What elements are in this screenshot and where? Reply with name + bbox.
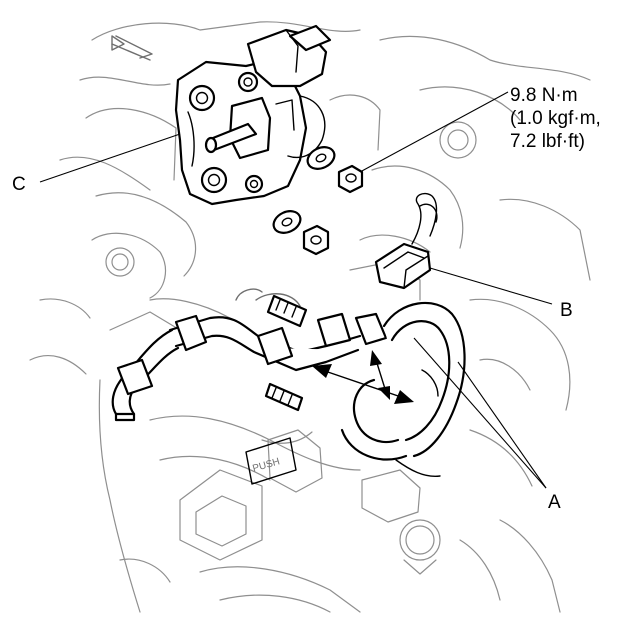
leader-a-2 bbox=[457, 361, 547, 489]
leader-a-1 bbox=[413, 337, 547, 489]
label-b: B bbox=[560, 300, 573, 321]
label-a: A bbox=[548, 492, 561, 513]
leader-lines bbox=[39, 91, 553, 489]
label-c: C bbox=[12, 174, 26, 195]
leader-torque bbox=[359, 91, 509, 173]
leader-c bbox=[39, 133, 181, 183]
component-a-hoses-clamps bbox=[111, 294, 466, 477]
leader-b bbox=[429, 267, 553, 305]
component-tag: PUSH bbox=[245, 437, 297, 485]
component-c-valve bbox=[174, 24, 332, 206]
gaskets-and-nuts bbox=[272, 146, 364, 256]
torque-spec-line2: (1.0 kgf·m, bbox=[510, 108, 601, 129]
component-b-connector bbox=[374, 192, 438, 290]
torque-spec-line1: 9.8 N·m bbox=[510, 85, 578, 106]
labels: C B A 9.8 N·m (1.0 kgf·m, 7.2 lbf·ft) bbox=[12, 85, 601, 513]
component-tag-text: PUSH bbox=[251, 456, 281, 474]
engine-background bbox=[29, 21, 591, 613]
torque-spec-line3: 7.2 lbf·ft) bbox=[510, 131, 585, 152]
